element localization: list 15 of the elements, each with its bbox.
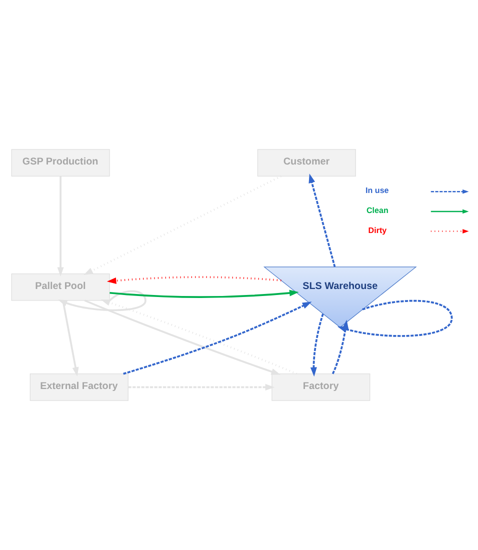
arrow — [56, 176, 64, 277]
arrow — [106, 276, 281, 284]
arrow — [83, 175, 281, 275]
node-box: GSP Production — [10, 149, 110, 176]
node-box: Factory — [271, 374, 370, 401]
arrow — [122, 302, 312, 375]
arrow — [109, 290, 298, 298]
arrow — [310, 314, 324, 377]
arrow — [308, 174, 336, 268]
node-box: Pallet Pool — [10, 273, 110, 301]
arrow — [84, 300, 280, 375]
arrow — [100, 299, 297, 375]
node-box: Customer — [256, 149, 356, 176]
arrow — [128, 384, 274, 390]
node-box: External Factory — [29, 374, 128, 401]
